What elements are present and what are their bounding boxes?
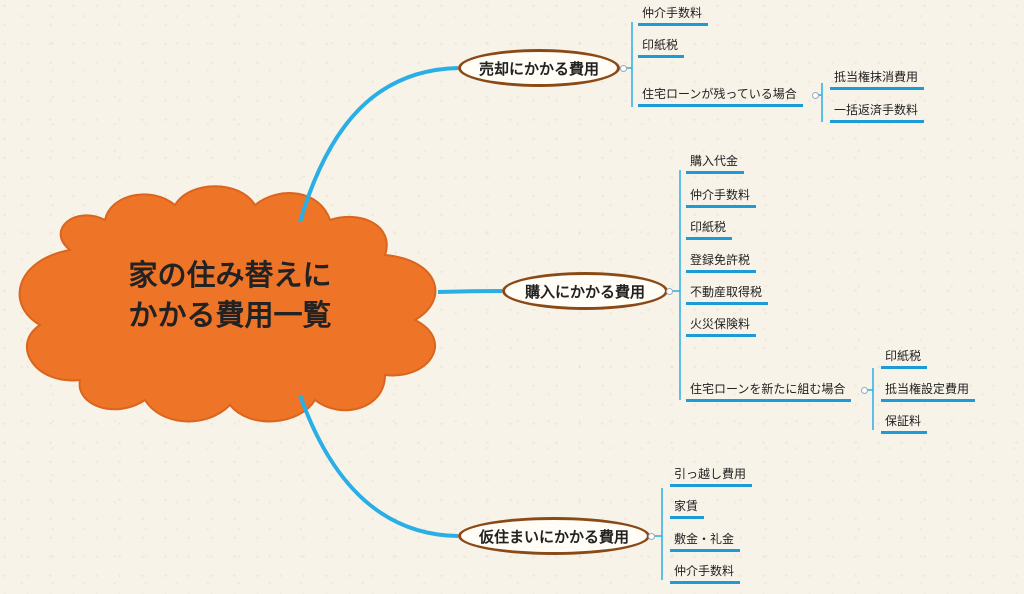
buy-item[interactable]: 印紙税 <box>686 219 733 240</box>
buy-item[interactable]: 住宅ローンを新たに組む場合 <box>686 381 852 402</box>
topic-buy[interactable]: 購入にかかる費用 <box>502 272 668 310</box>
collapse-dot-temp[interactable] <box>648 533 655 540</box>
buy-sub-item[interactable]: 印紙税 <box>881 348 928 369</box>
temp-item[interactable]: 仲介手数料 <box>670 563 741 584</box>
buy-item[interactable]: 購入代金 <box>686 153 745 174</box>
buy-item[interactable]: 不動産取得税 <box>686 284 769 305</box>
collapse-dot-buy[interactable] <box>666 288 673 295</box>
sell-sub-item[interactable]: 抵当権抹消費用 <box>830 69 925 90</box>
buy-item[interactable]: 火災保険料 <box>686 316 757 337</box>
buy-sub-item[interactable]: 抵当権設定費用 <box>881 381 976 402</box>
collapse-dot-sell[interactable] <box>620 65 627 72</box>
central-line-1: 家の住み替えに <box>128 258 332 292</box>
collapse-dot-buy-loan[interactable] <box>861 387 868 394</box>
sell-item[interactable]: 印紙税 <box>638 37 685 58</box>
temp-item[interactable]: 敷金・礼金 <box>670 531 741 552</box>
topic-sell[interactable]: 売却にかかる費用 <box>458 49 620 87</box>
central-line-2: かかる費用一覧 <box>128 298 332 332</box>
temp-item[interactable]: 引っ越し費用 <box>670 466 753 487</box>
sell-sub-item[interactable]: 一括返済手数料 <box>830 102 925 123</box>
buy-item[interactable]: 登録免許税 <box>686 252 757 273</box>
buy-sub-item[interactable]: 保証料 <box>881 413 928 434</box>
topic-temp-label: 仮住まいにかかる費用 <box>478 527 629 546</box>
topic-temp[interactable]: 仮住まいにかかる費用 <box>458 517 650 555</box>
collapse-dot-sell-loan[interactable] <box>812 92 819 99</box>
temp-item[interactable]: 家賃 <box>670 498 705 519</box>
central-cloud <box>18 185 437 423</box>
central-topic[interactable]: 家の住み替えに かかる費用一覧 <box>95 255 365 335</box>
topic-buy-label: 購入にかかる費用 <box>524 282 645 301</box>
sell-item[interactable]: 仲介手数料 <box>638 5 709 26</box>
sell-item[interactable]: 住宅ローンが残っている場合 <box>638 86 803 107</box>
topic-sell-label: 売却にかかる費用 <box>478 59 599 78</box>
buy-item[interactable]: 仲介手数料 <box>686 187 757 208</box>
